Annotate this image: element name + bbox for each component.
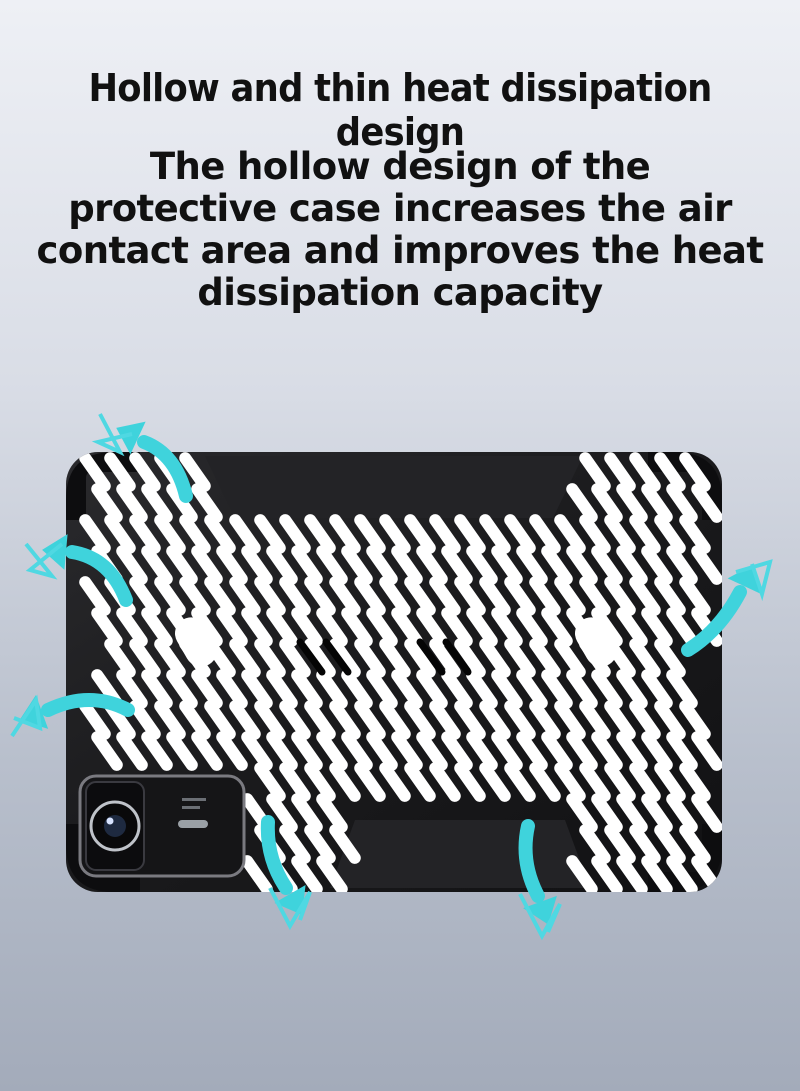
description-line-3: contact area and improves the heat	[36, 229, 764, 272]
logo-mark	[296, 638, 472, 676]
description-line-2: protective case increases the air	[68, 187, 732, 230]
curved-arrow-icon	[10, 693, 135, 738]
ventilation-slots	[79, 452, 722, 892]
product-scene	[0, 380, 800, 1000]
page-heading: Hollow and thin heat dissipation design	[88, 66, 712, 154]
camera-module	[78, 774, 246, 878]
description-line-1: The hollow design of the	[149, 145, 651, 188]
description: The hollow design of the protective case…	[0, 146, 800, 314]
description-line-4: dissipation capacity	[197, 271, 603, 314]
tablet-case	[66, 452, 722, 892]
flash	[178, 820, 208, 828]
curved-arrow-icon	[91, 413, 193, 503]
airflow-arrows	[10, 413, 773, 941]
curved-arrow-icon	[260, 815, 312, 931]
curved-arrow-icon	[24, 534, 133, 607]
top-panel	[205, 456, 583, 518]
curved-arrow-icon	[681, 559, 773, 657]
bottom-panel	[330, 820, 590, 888]
curved-arrow-icon	[518, 819, 562, 941]
